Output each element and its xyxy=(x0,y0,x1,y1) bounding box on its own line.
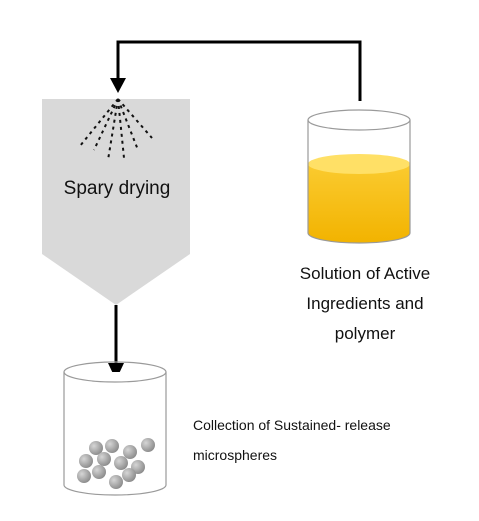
microsphere xyxy=(114,456,128,470)
solution-label-line: polymer xyxy=(334,324,396,343)
microspheres xyxy=(77,438,155,489)
microsphere xyxy=(77,469,91,483)
solution-label-line: Solution of Active xyxy=(299,264,431,283)
spray-drying-label: Spary drying xyxy=(63,178,171,199)
microsphere xyxy=(105,439,119,453)
microsphere xyxy=(141,438,155,452)
microsphere xyxy=(122,468,136,482)
microsphere xyxy=(109,475,123,489)
solution-beaker xyxy=(307,109,411,244)
solution-label-line: Ingredients and xyxy=(306,294,424,313)
spray-nozzle-lines xyxy=(79,98,153,161)
microsphere xyxy=(97,452,111,466)
microsphere xyxy=(79,454,93,468)
microsphere xyxy=(123,445,137,459)
feed-arrow xyxy=(110,40,362,101)
solution-label: Solution of Active Ingredients and polym… xyxy=(280,259,450,349)
microsphere xyxy=(89,441,103,455)
spray-dryer-chamber xyxy=(42,99,190,305)
collection-label-line: Collection of Sustained- release xyxy=(193,417,391,433)
collection-label: Collection of Sustained- release microsp… xyxy=(193,410,453,470)
collection-label-line: microspheres xyxy=(193,447,278,463)
microsphere xyxy=(131,460,145,474)
product-arrow xyxy=(108,305,124,380)
microsphere xyxy=(92,465,106,479)
